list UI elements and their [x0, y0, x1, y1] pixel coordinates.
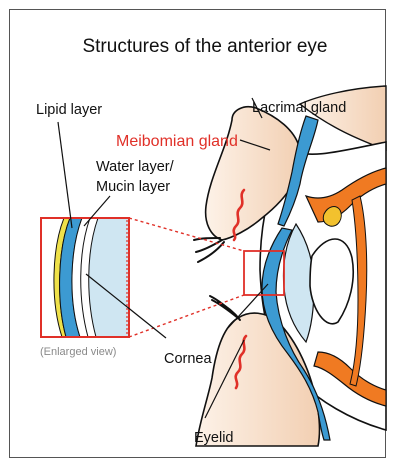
label-lipid-layer: Lipid layer [36, 102, 102, 118]
label-meibomian-gland: Meibomian gland [116, 133, 238, 150]
label-eyelid: Eyelid [194, 430, 234, 446]
diagram-title: Structures of the anterior eye [82, 36, 327, 57]
label-enlarged-view: (Enlarged view) [40, 346, 116, 358]
label-lacrimal-gland: Lacrimal gland [252, 100, 346, 116]
eyelashes-lower [210, 296, 240, 320]
label-cornea: Cornea [164, 351, 212, 367]
eyelashes-upper [194, 238, 224, 262]
enlarged-inset [41, 218, 129, 337]
label-water-layer-line1: Water layer/ [96, 159, 175, 175]
label-water-layer-line2: Mucin layer [96, 179, 170, 195]
